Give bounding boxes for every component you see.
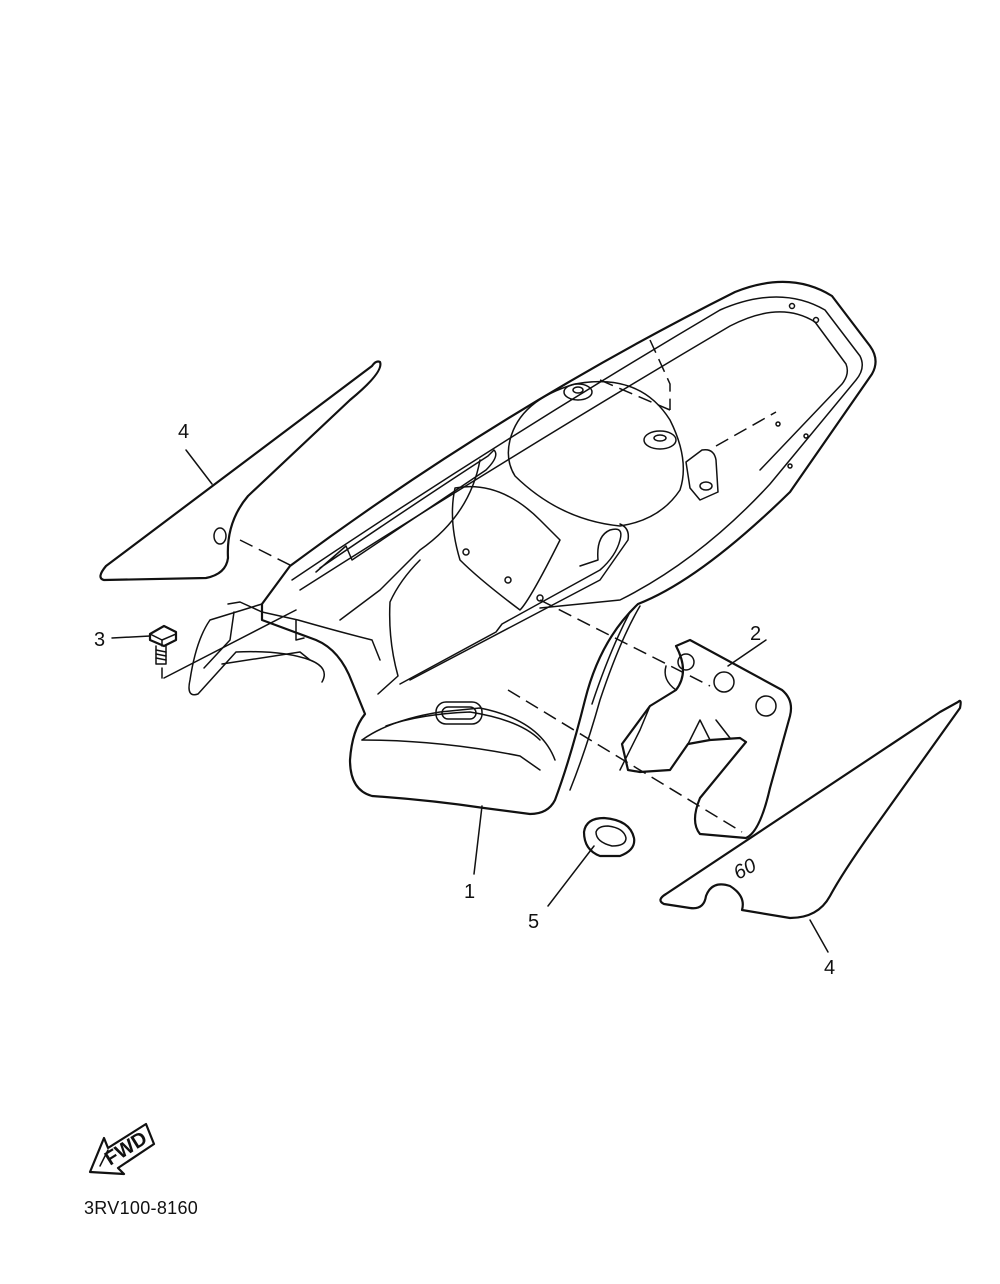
assembly-guide-lines: [161, 339, 777, 833]
leader-lines: [111, 449, 829, 953]
diagram-code: 3RV100-8160: [84, 1198, 199, 1218]
callout-2: 2: [750, 623, 761, 645]
part-4-right-decal: 60: [659, 699, 962, 920]
part-3-bolt: [148, 624, 178, 665]
callout-4-right: 4: [824, 957, 835, 979]
decal-number: 60: [730, 855, 760, 885]
callout-5: 5: [528, 911, 539, 933]
fwd-arrow-icon: FWD: [88, 1122, 156, 1176]
part-4-left-decal: [99, 360, 382, 582]
callout-4-left: 4: [178, 421, 189, 443]
part-1-rear-fender: [188, 280, 877, 816]
callout-1: 1: [464, 881, 475, 903]
part-2-bracket: [619, 638, 793, 840]
callout-3: 3: [94, 629, 105, 651]
part-5-grommet: [582, 816, 636, 858]
